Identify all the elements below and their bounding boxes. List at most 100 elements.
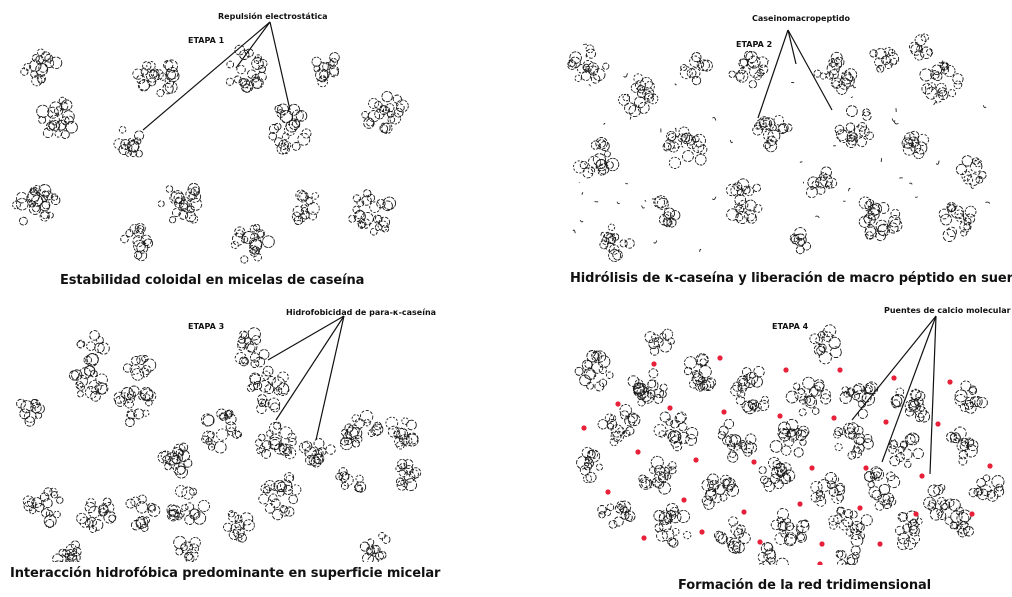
calcium-bridge-dot [681, 497, 687, 503]
stage-1-caption: Estabilidad coloidal en micelas de caseí… [60, 273, 365, 288]
casein-micelle [901, 130, 929, 160]
stage-4-panel: ETAPA 4 Puentes de calcio molecular Form… [560, 300, 1012, 597]
macropeptide-fragment [852, 84, 857, 89]
casein-micelle [683, 353, 717, 392]
casein-micelle [113, 385, 157, 428]
casein-micelle [385, 416, 419, 450]
casein-micelle [809, 324, 842, 365]
calcium-bridge-dot [699, 529, 705, 535]
casein-micelle [173, 535, 201, 562]
calcium-bridge-dot [877, 541, 883, 547]
casein-micelle [938, 202, 977, 242]
macropeptide-fragment [711, 196, 717, 200]
casein-micelle [662, 126, 708, 169]
calcium-bridge-dot [819, 541, 825, 547]
calcium-bridge-dot [641, 535, 647, 541]
stage-2-label: ETAPA 2 [736, 40, 773, 49]
macropeptide-fragment [935, 160, 940, 165]
casein-micelle [888, 432, 924, 469]
macropeptide-fragment [585, 54, 588, 58]
casein-micelle [644, 328, 675, 356]
calcium-bridge-dot [651, 361, 657, 367]
casein-micelle [576, 446, 603, 484]
macropeptide-fragment [641, 205, 645, 209]
casein-micelle [968, 474, 1005, 502]
casein-micelle [120, 222, 154, 262]
macropeptide-fragment [616, 201, 621, 205]
calcium-bridge-dot [863, 465, 869, 471]
calcium-bridge-dot [581, 425, 587, 431]
macropeptide-fragment [891, 118, 896, 122]
macropeptide-fragment [653, 240, 658, 244]
macropeptide-fragment [982, 105, 987, 109]
macropeptide-fragment [625, 182, 629, 185]
casein-micelle [395, 458, 422, 492]
casein-micelle [599, 223, 635, 262]
macropeptide-fragment [581, 192, 584, 195]
casein-micelle [597, 404, 641, 447]
calcium-bridge-dot [891, 375, 897, 381]
casein-micelle [863, 466, 901, 511]
macropeptide-fragment [850, 96, 853, 98]
casein-micelle [638, 455, 677, 495]
stage-2-micelle-field [567, 29, 991, 262]
casein-micelle [805, 166, 838, 199]
casein-micelle [833, 422, 874, 460]
casein-micelle [335, 467, 367, 493]
casein-micelle [298, 438, 336, 468]
macropeptide-fragment [681, 145, 684, 148]
macropeptide-fragment [603, 122, 606, 125]
macropeptide-fragment [629, 116, 632, 120]
repulsion-pointer-line [142, 21, 271, 131]
repulsion-pointer-line [235, 21, 271, 69]
casein-micelle [810, 471, 846, 507]
casein-micelle [839, 381, 879, 419]
casein-micelle [76, 497, 117, 533]
casein-micelle [627, 368, 668, 407]
stage-1-micelle-field [12, 21, 409, 264]
casein-micelle [769, 418, 810, 458]
calcium-bridge-dot [777, 413, 783, 419]
calcium-bridge-dot [721, 409, 727, 415]
caseinomacropeptide-pointer-line [757, 29, 789, 119]
stage-2-caption: Hidrólisis de κ-caseína y liberación de … [570, 271, 1012, 286]
calcium-bridge-dot [751, 459, 757, 465]
casein-micelle [22, 487, 64, 529]
casein-micelle [361, 90, 409, 134]
casein-micelle [730, 365, 770, 415]
macropeptide-fragment [729, 139, 733, 144]
macropeptide-fragment [815, 215, 820, 219]
stage-3-annotation: Hidrofobicidad de para-κ-caseína [286, 308, 437, 317]
macropeptide-fragment [938, 60, 944, 64]
macropeptide-fragment [674, 127, 677, 132]
casein-micelle [225, 44, 268, 93]
casein-micelle [339, 409, 384, 451]
calcium-bridge-dot [741, 509, 747, 515]
stage-4-label: ETAPA 4 [772, 322, 809, 331]
casein-micelle [234, 327, 270, 369]
macropeptide-fragment [848, 187, 851, 192]
casein-micelle [16, 398, 45, 427]
stage-3-label: ETAPA 3 [188, 322, 225, 331]
macropeptide-fragment [600, 231, 604, 236]
casein-micelle [157, 182, 203, 224]
stage-4-micelle-field [574, 315, 1005, 565]
casein-micelle [944, 506, 974, 538]
macropeptide-fragment [767, 60, 770, 62]
stage-4-annotation: Puentes de calcio molecular [884, 306, 1011, 315]
casein-micelle [166, 485, 210, 525]
macropeptide-fragment [810, 186, 815, 190]
calcium-bridge-dot [987, 463, 993, 469]
calcium-bridge-dot [783, 367, 789, 373]
stage-1-panel: ETAPA 1 Repulsión electrostática Estabil… [0, 0, 460, 300]
casein-micelle [725, 178, 763, 225]
caseinomacropeptide-pointer-line [787, 29, 797, 65]
macropeptide-fragment [594, 200, 599, 203]
calcium-bridge-dot [831, 415, 837, 421]
macropeptide-fragment [644, 200, 647, 202]
macropeptide-fragment [674, 83, 677, 86]
calcium-bridge-dot [857, 505, 863, 511]
casein-micelle [311, 52, 340, 88]
casein-micelle [785, 376, 832, 417]
casein-micelle [125, 494, 161, 532]
